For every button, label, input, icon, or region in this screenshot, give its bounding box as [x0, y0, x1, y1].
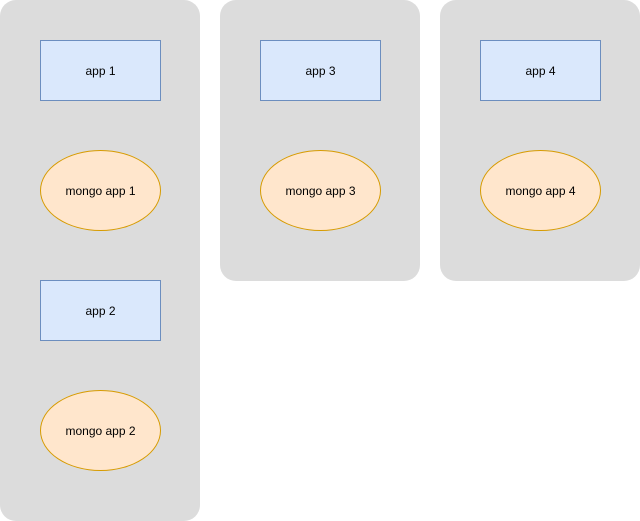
mongo-node-2-label: mongo app 2 — [65, 423, 136, 438]
mongo-node-3[interactable]: mongo app 3 — [260, 150, 381, 231]
app-node-3-label: app 3 — [305, 63, 336, 78]
app-node-1-label: app 1 — [85, 63, 116, 78]
mongo-node-1-label: mongo app 1 — [65, 183, 136, 198]
app-node-1[interactable]: app 1 — [40, 40, 161, 101]
mongo-node-2[interactable]: mongo app 2 — [40, 390, 161, 471]
app-node-3[interactable]: app 3 — [260, 40, 381, 101]
mongo-node-4-label: mongo app 4 — [505, 183, 576, 198]
app-node-4[interactable]: app 4 — [480, 40, 601, 101]
app-node-4-label: app 4 — [525, 63, 556, 78]
app-node-2[interactable]: app 2 — [40, 280, 161, 341]
mongo-node-4[interactable]: mongo app 4 — [480, 150, 601, 231]
mongo-node-3-label: mongo app 3 — [285, 183, 356, 198]
app-node-2-label: app 2 — [85, 303, 116, 318]
mongo-node-1[interactable]: mongo app 1 — [40, 150, 161, 231]
